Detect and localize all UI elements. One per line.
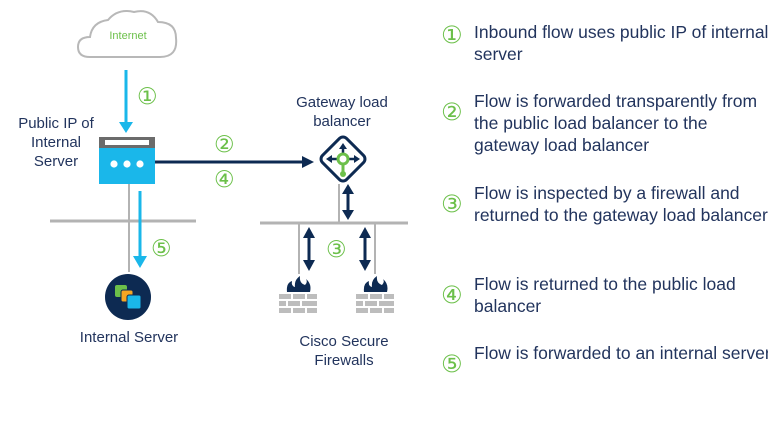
step-2-number: ② xyxy=(441,98,463,126)
internal-server-icon xyxy=(105,274,151,320)
firewall-2-icon xyxy=(356,276,394,313)
internet-label: Internet xyxy=(109,30,147,42)
step-1-text: Inbound flow uses public IP of internal … xyxy=(474,22,768,64)
marker-1: ① xyxy=(137,84,158,110)
marker-2: ② xyxy=(214,132,235,158)
gateway-load-balancer-label: Gateway load balancer xyxy=(296,94,388,130)
step-1-number: ① xyxy=(441,21,463,49)
step-4-text: Flow is returned to the public load bala… xyxy=(474,274,736,316)
step-5-text: Flow is forwarded to an internal server xyxy=(474,343,768,363)
marker-5: ⑤ xyxy=(151,236,172,262)
step-4-number: ④ xyxy=(441,281,463,309)
internal-server-label: Internal Server xyxy=(79,329,179,346)
public-ip-label: Public IP of Internal Server xyxy=(18,115,94,170)
firewall-1-icon xyxy=(279,276,317,313)
flow-arrow-1-head xyxy=(119,122,133,133)
gateway-load-balancer-icon xyxy=(319,135,367,183)
firewalls-label: Cisco Secure Firewalls xyxy=(299,333,389,369)
step-3-text: Flow is inspected by a firewall and retu… xyxy=(474,183,768,225)
marker-3: ③ xyxy=(326,237,347,263)
step-2-text: Flow is forwarded transparently from the… xyxy=(474,91,758,155)
step-3-number: ③ xyxy=(441,190,463,218)
marker-4: ④ xyxy=(214,167,235,193)
internet-cloud-icon xyxy=(76,10,178,58)
step-5-number: ⑤ xyxy=(441,350,463,378)
